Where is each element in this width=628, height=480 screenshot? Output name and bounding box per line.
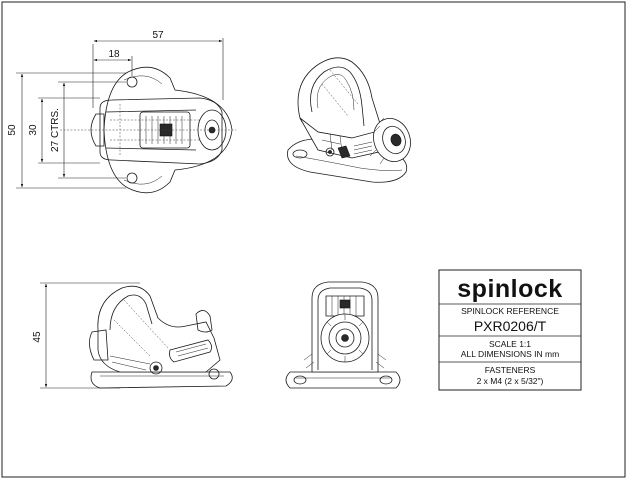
title-block: spinlock SPINLOCK REFERENCE PXR0206/T SC… [438, 269, 582, 391]
units-text: ALL DIMENSIONS IN mm [461, 349, 559, 359]
reference-value: PXR0206/T [474, 318, 547, 334]
dimension-30: 30 [28, 97, 100, 164]
dimension-18-label: 18 [108, 49, 120, 60]
front-view [285, 281, 401, 389]
fasteners-label: FASTENERS [485, 365, 536, 375]
brand-logo: spinlock [457, 275, 562, 303]
isometric-view [287, 57, 411, 183]
dimension-18: 18 [93, 49, 133, 76]
dimension-30-label: 30 [28, 124, 39, 136]
fasteners-value: 2 x M4 (2 x 5/32") [477, 376, 544, 386]
dimension-27-ctrs-label: 27 CTRS. [50, 108, 61, 152]
scale-text: SCALE 1:1 [489, 339, 531, 349]
dimension-27-ctrs: 27 CTRS. [50, 81, 126, 179]
dimension-45-label: 45 [32, 331, 43, 343]
dimension-50-label: 50 [7, 124, 18, 136]
top-view [60, 66, 236, 194]
side-view: 45 [32, 282, 233, 389]
reference-label: SPINLOCK REFERENCE [461, 306, 559, 316]
dimension-50: 50 [7, 72, 126, 189]
dimension-57: 57 [92, 30, 224, 108]
dimension-57-label: 57 [152, 30, 164, 41]
